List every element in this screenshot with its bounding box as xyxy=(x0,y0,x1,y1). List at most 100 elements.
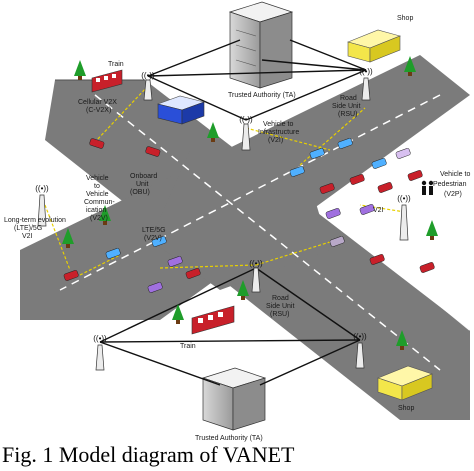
obu-label: Onboard xyxy=(130,173,157,180)
obu-label: (OBU) xyxy=(130,189,150,196)
figure-caption: Fig. 1 Model diagram of VANET xyxy=(2,442,295,467)
tree xyxy=(172,304,184,324)
antenna-tower-6: ((•)) xyxy=(249,259,263,293)
tree xyxy=(207,122,219,142)
road-intersection xyxy=(150,150,330,290)
svg-text:((•)): ((•)) xyxy=(249,259,263,268)
svg-text:((•)): ((•)) xyxy=(93,334,107,343)
rsu-bottom-label: Road xyxy=(272,295,289,302)
car xyxy=(369,254,385,265)
tree xyxy=(74,60,86,80)
link xyxy=(147,75,247,121)
car xyxy=(395,148,411,159)
tree xyxy=(396,330,408,350)
svg-text:((•)): ((•)) xyxy=(359,67,373,76)
cellular-v2x-label: (C-V2X) xyxy=(86,107,111,114)
link xyxy=(289,39,367,71)
car xyxy=(371,158,387,169)
rsu-bottom-label: Side Unit xyxy=(266,303,294,310)
trusted-authority-bottom xyxy=(201,367,267,431)
shop-bottom xyxy=(377,365,433,401)
car xyxy=(329,236,345,247)
road-network xyxy=(20,55,471,420)
link xyxy=(147,69,367,77)
car xyxy=(89,138,105,149)
ta-bottom-side xyxy=(232,377,266,431)
link xyxy=(245,69,367,121)
car xyxy=(309,148,325,159)
ta-top-label: Trusted Authority (TA) xyxy=(228,92,296,99)
link xyxy=(99,339,361,343)
antenna-tower-2: ((•)) xyxy=(359,67,373,101)
svg-text:((•)): ((•)) xyxy=(35,184,49,193)
antenna-tower-7: ((•)) xyxy=(93,334,107,371)
v2v-label: Vehicle xyxy=(86,175,109,182)
car xyxy=(147,282,163,293)
car xyxy=(167,256,183,267)
antenna-tower-8: ((•)) xyxy=(353,332,367,369)
shop-top-label: Shop xyxy=(397,15,413,22)
link xyxy=(99,341,221,386)
v2p-label: Vehicle to xyxy=(440,171,470,178)
obu-label: Unit xyxy=(136,181,149,188)
tree xyxy=(237,280,249,300)
tree xyxy=(404,56,416,76)
train-top xyxy=(91,69,123,93)
car xyxy=(105,248,121,259)
car xyxy=(349,174,365,185)
link xyxy=(255,267,361,341)
lane-marking xyxy=(59,94,441,291)
car xyxy=(407,170,423,181)
v2p-label: Pedestrian xyxy=(433,181,467,188)
antenna-tower-4: ((•)) xyxy=(35,184,49,227)
car xyxy=(319,183,335,194)
antenna-tower-3: ((•)) xyxy=(239,115,253,151)
v2i-label: (V2I) xyxy=(268,137,283,144)
car xyxy=(145,146,161,157)
pedestrians xyxy=(421,180,434,195)
train-bottom-label: Train xyxy=(180,343,196,350)
link xyxy=(259,339,361,386)
v2i-label: Infrastructure xyxy=(258,129,299,136)
rsu-top-label: Road xyxy=(340,95,357,102)
shop-top xyxy=(347,29,401,63)
v2v-label: ication xyxy=(86,207,106,214)
train-bottom xyxy=(191,305,235,335)
cellular-v2x-label: Cellular V2X xyxy=(78,99,117,106)
lte-left-label: V2I xyxy=(22,233,33,240)
car xyxy=(377,182,393,193)
ta-top-side xyxy=(259,11,293,89)
rsu-top-label: Side Unit xyxy=(332,103,360,110)
car xyxy=(325,208,341,219)
car xyxy=(337,138,353,149)
antenna-tower-5: ((•)) xyxy=(397,194,411,241)
rsu-bottom-label: (RSU) xyxy=(270,311,289,318)
svg-text:((•)): ((•)) xyxy=(397,194,411,203)
ta-bottom-label: Trusted Authority (TA) xyxy=(195,435,263,442)
car xyxy=(185,268,201,279)
v2i-label: Vehicle to xyxy=(263,121,293,128)
antenna-tower-1: ((•)) xyxy=(141,71,155,101)
svg-text:((•)): ((•)) xyxy=(353,332,367,341)
car xyxy=(359,204,375,215)
car xyxy=(289,166,305,177)
v2v-label: Vehicle xyxy=(86,191,109,198)
link xyxy=(261,59,367,71)
tree xyxy=(62,228,74,248)
v2p-label: (V2P) xyxy=(444,191,462,198)
car xyxy=(63,270,79,281)
v2i-small-label: V2I xyxy=(373,207,384,214)
rsu-top-label: (RSU) xyxy=(338,111,357,118)
tree xyxy=(99,205,111,225)
trusted-authority-top xyxy=(228,1,294,89)
v2v-label: to xyxy=(94,183,100,190)
tree xyxy=(426,220,438,240)
link xyxy=(147,39,241,77)
train-top-label: Train xyxy=(108,61,124,68)
cars xyxy=(63,138,435,293)
v2v-label: (V2V) xyxy=(90,215,108,222)
car xyxy=(419,262,435,273)
lte-mid-label: LTE/5G xyxy=(142,227,166,234)
